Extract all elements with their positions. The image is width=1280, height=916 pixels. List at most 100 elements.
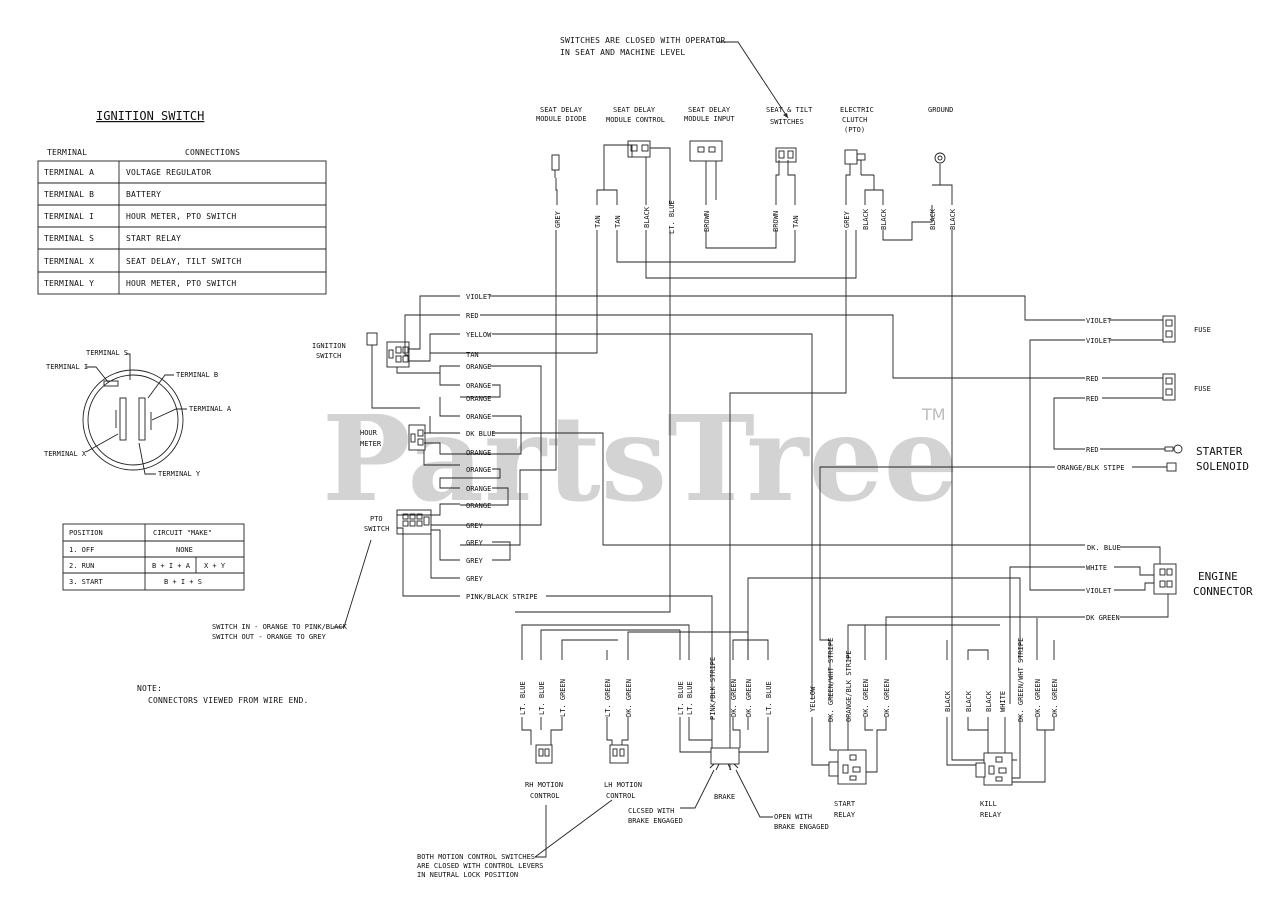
- label-ignition-table-rows-0-connection: VOLTAGE REGULATOR: [126, 168, 211, 177]
- pto-switch-connector: PTO SWITCH: [364, 509, 432, 535]
- label-ignition-table-rows-4-connection: SEAT DELAY, TILT SWITCH: [126, 257, 241, 266]
- label-switch-diagram-s: TERMINAL S: [86, 349, 128, 357]
- label-left-components-hour-2: METER: [360, 440, 382, 448]
- label-ignition-table-rows-3-connection: START RELAY: [126, 234, 181, 243]
- label-harness-wires-7: ORANGE: [466, 413, 491, 421]
- label-bottom-components-kill-1: KILL: [980, 800, 997, 808]
- label-top-connectors-ground: GROUND: [928, 106, 953, 114]
- switch-closed-note: SWITCHES ARE CLOSED WITH OPERATOR IN SEA…: [560, 36, 789, 119]
- label-top-connectors-tilt-1: SEAT & TILT: [766, 106, 813, 114]
- top-wire-labels: GREY TAN TAN BLACK LT. BLUE BROWN BROWN …: [554, 200, 957, 234]
- starter-solenoid-label: STARTER: [1196, 445, 1243, 458]
- label-right-side-dk-green: DK GREEN: [1086, 614, 1120, 622]
- label-notes-switch-closed-1: SWITCHES ARE CLOSED WITH OPERATOR: [560, 36, 726, 45]
- label-top-wires-0: GREY: [554, 210, 562, 228]
- label-right-side-engine-2: CONNECTOR: [1193, 585, 1253, 598]
- label-position-table-rows-0-make1: NONE: [176, 546, 193, 554]
- label-ignition-table-rows-1-connection: BATTERY: [126, 190, 161, 199]
- label-top-connectors-control-2: MODULE CONTROL: [606, 116, 665, 124]
- label-top-connectors-clutch-3: (PTO): [844, 126, 865, 134]
- label-bottom-wires-10: LT. BLUE: [765, 681, 773, 715]
- label-bottom-wires-13: ORANGE/BLK STRIPE: [845, 650, 853, 722]
- label-bottom-wires-16: BLACK: [944, 690, 952, 712]
- label-notes-brake-open-1: OPEN WITH: [774, 813, 812, 821]
- top-connector-labels: SEAT DELAY MODULE DIODE SEAT DELAY MODUL…: [536, 106, 953, 134]
- label-notes-motion-note-2: ARE CLOSED WITH CONTROL LEVERS: [417, 862, 543, 870]
- label-top-connectors-control-1: SEAT DELAY: [613, 106, 656, 114]
- label-ignition-table-rows-5-connection: HOUR METER, PTO SWITCH: [126, 279, 236, 288]
- label-position-table-rows-1-position: 2. RUN: [69, 562, 94, 570]
- label-harness-wires-14: GREY: [466, 539, 484, 547]
- label-position-table-col-circuit: CIRCUIT "MAKE": [153, 529, 212, 537]
- label-notes-motion-note-1: BOTH MOTION CONTROL SWITCHES: [417, 853, 535, 861]
- label-left-components-pto-2: SWITCH: [364, 525, 389, 533]
- kill-relay: KILL RELAY: [946, 717, 1055, 819]
- label-top-wires-12: BLACK: [949, 208, 957, 230]
- label-bottom-wires-11: YELLOW: [809, 686, 817, 712]
- ignition-switch-table: IGNITION SWITCH TERMINAL CONNECTIONS TER…: [37, 109, 327, 295]
- label-harness-wires-0: VIOLET: [466, 293, 492, 301]
- label-bottom-components-rh-2: CONTROL: [530, 792, 560, 800]
- label-top-wires-5: BROWN: [703, 211, 711, 232]
- label-top-wires-11: BLACK: [929, 208, 937, 230]
- label-bottom-components-rh-1: RH MOTION: [525, 781, 563, 789]
- label-top-wires-9: BLACK: [862, 208, 870, 230]
- label-right-side-white: WHITE: [1086, 564, 1107, 572]
- ignition-table-title: IGNITION SWITCH: [96, 109, 204, 123]
- label-position-table-rows-2-position: 3. START: [69, 578, 104, 586]
- label-bottom-wires-3: LT. GREEN: [604, 679, 612, 717]
- label-right-side-orange-blk: ORANGE/BLK STIPE: [1057, 464, 1124, 472]
- label-harness-wires-11: ORANGE: [466, 485, 491, 493]
- label-switch-diagram-x: TERMINAL X: [44, 450, 87, 458]
- pto-switch-note: SWITCH IN - ORANGE TO PINK/BLACK SWITCH …: [212, 539, 372, 641]
- engine-connector-label: ENGINE: [1198, 570, 1238, 583]
- label-top-connectors-tilt-2: SWITCHES: [770, 118, 804, 126]
- label-top-wires-2: TAN: [614, 215, 622, 228]
- label-right-side-violet-2: VIOLET: [1086, 337, 1112, 345]
- label-bottom-components-start-2: RELAY: [834, 811, 856, 819]
- label-left-components-ign-2: SWITCH: [316, 352, 341, 360]
- connector-note: NOTE: CONNECTORS VIEWED FROM WIRE END.: [137, 684, 308, 705]
- label-switch-diagram-i: TERMINAL I: [46, 363, 88, 371]
- label-harness-wires-13: GREY: [466, 522, 484, 530]
- label-bottom-wires-14: DK. GREEN: [862, 679, 870, 717]
- label-bottom-components-lh-1: LH MOTION: [604, 781, 642, 789]
- label-right-side-starter-2: SOLENOID: [1196, 460, 1249, 473]
- label-bottom-components-start-1: START: [834, 800, 856, 808]
- label-bottom-wires-12: DK. GREEN/WHT STRIPE: [827, 638, 835, 722]
- label-top-wires-1: TAN: [594, 215, 602, 228]
- label-right-side-red-2: RED: [1086, 395, 1099, 403]
- label-bottom-wires-5: LT. BLUE: [677, 681, 685, 715]
- label-bottom-components-kill-2: RELAY: [980, 811, 1002, 819]
- label-harness-wires-2: YELLOW: [466, 331, 492, 339]
- label-position-table-rows-1-make1: B + I + A: [152, 562, 191, 570]
- label-right-side-violet-1: VIOLET: [1086, 317, 1112, 325]
- table-row: TERMINAL X: [44, 257, 94, 266]
- label-top-wires-3: BLACK: [643, 206, 651, 228]
- label-notes-switch-closed-2: IN SEAT AND MACHINE LEVEL: [560, 48, 685, 57]
- rh-motion-control: RH MOTION CONTROL: [521, 717, 563, 800]
- label-notes-brake-closed-2: BRAKE ENGAGED: [628, 817, 683, 825]
- label-top-connectors-input-1: SEAT DELAY: [688, 106, 731, 114]
- label-right-side-red-3: RED: [1086, 446, 1099, 454]
- label-harness-wires-1: RED: [466, 312, 479, 320]
- col-connections: CONNECTIONS: [185, 148, 240, 157]
- label-bottom-wires-8: DK. GREEN: [730, 679, 738, 717]
- top-connectors: [551, 140, 946, 205]
- watermark-tm: TM: [921, 405, 946, 424]
- table-row: TERMINAL I: [44, 212, 94, 221]
- label-bottom-wires-20: DK. GREEN/WHT STRIPE: [1017, 638, 1025, 722]
- label-top-wires-8: GREY: [843, 210, 851, 228]
- label-bottom-components-lh-2: CONTROL: [606, 792, 636, 800]
- bottom-wiring: [521, 577, 1055, 660]
- label-harness-wires-8: DK BLUE: [466, 430, 496, 438]
- label-bottom-wires-1: LT. BLUE: [538, 681, 546, 715]
- label-left-components-hour-1: HOUR: [360, 429, 378, 437]
- label-top-connectors-clutch-2: CLUTCH: [842, 116, 867, 124]
- label-harness-wires-3: TAN: [466, 351, 479, 359]
- col-terminal: TERMINAL: [47, 148, 87, 157]
- label-harness-wires-12: ORANGE: [466, 502, 491, 510]
- label-switch-diagram-y: TERMINAL Y: [158, 470, 201, 478]
- label-bottom-wires-22: DK. GREEN: [1051, 679, 1059, 717]
